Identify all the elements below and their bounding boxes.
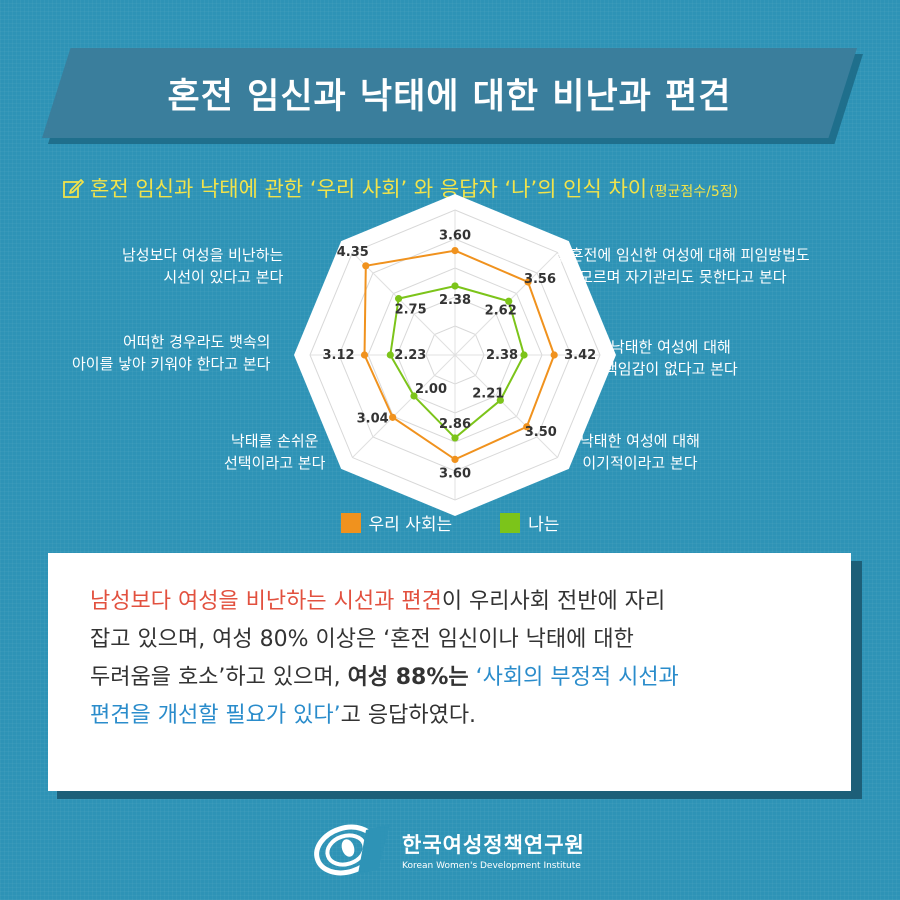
summary-line: 잡고 있으며, 여성 80% 이상은 ‘혼전 임신이나 낙태에 대한 xyxy=(90,621,815,659)
radar-spoke xyxy=(352,252,456,356)
org-name: 한국여성정책연구원 xyxy=(402,833,585,857)
axis-label-top-left: 남성보다 여성을 비난하는 시선이 있다고 본다 xyxy=(122,244,283,288)
axis-label-line: 이기적이라고 본다 xyxy=(582,454,698,472)
data-point-society xyxy=(451,455,459,463)
data-label-society: 3.12 xyxy=(322,348,354,363)
axis-label-line: 책임감이 없다고 본다 xyxy=(604,360,738,378)
summary-text: 두려움을 호소’하고 있으며, xyxy=(90,665,348,690)
axis-label-line: 선택이라고 본다 xyxy=(224,454,326,472)
data-point-society xyxy=(523,423,531,431)
summary-bold: 여성 88%는 xyxy=(347,665,469,690)
legend-item-society: 우리 사회는 xyxy=(340,510,453,535)
axis-label-line: 낙태한 여성에 대해 xyxy=(610,338,731,356)
summary-text: 고 응답하였다. xyxy=(340,703,477,728)
axis-label-line: 모르며 자기관리도 못한다고 본다 xyxy=(579,268,787,286)
legend-item-me: 나는 xyxy=(500,510,559,535)
data-label-me: 2.00 xyxy=(415,382,447,397)
data-point-society xyxy=(360,351,369,359)
summary-text xyxy=(469,665,476,690)
axis-label-line: 아이를 낳아 키워야 한다고 본다 xyxy=(72,355,271,373)
data-point-me xyxy=(395,295,403,303)
subtitle-main: 혼전 임신과 낙태에 관한 ‘우리 사회’ 와 응답자 ‘나’의 인식 차이 xyxy=(90,177,648,201)
summary-highlight-blue: 편견을 개선할 필요가 있다’ xyxy=(90,703,341,728)
axis-label-line: 어떠한 경우라도 뱃속의 xyxy=(122,333,271,351)
data-label-me: 2.38 xyxy=(486,348,518,363)
summary-text: 이 우리사회 전반에 자리 xyxy=(441,589,666,614)
axis-label-top-right: 결혼전에 임신한 여성에 대해 피임방법도 모르며 자기관리도 못한다고 본다 xyxy=(556,244,810,288)
summary-line: 두려움을 호소’하고 있으며, 여성 88%는 ‘사회의 부정적 시선과 xyxy=(90,659,815,697)
page-title: 혼전 임신과 낙태에 대한 비난과 편견 xyxy=(167,76,732,117)
data-point-society xyxy=(362,262,370,270)
axis-label-bottom-left: 낙태를 손쉬운 선택이라고 본다 xyxy=(224,430,325,474)
data-label-society: 3.42 xyxy=(564,348,596,363)
axis-label-line: 시선이 있다고 본다 xyxy=(163,268,284,286)
data-label-me: 2.75 xyxy=(395,303,427,318)
axis-label-right: 낙태한 여성에 대해 책임감이 없다고 본다 xyxy=(604,336,738,380)
summary-text: 잡고 있으며, 여성 80% 이상은 ‘혼전 임신이나 낙태에 대한 xyxy=(90,627,634,652)
data-label-me: 2.38 xyxy=(439,293,471,308)
axis-label-line: 결혼전에 임신한 여성에 대해 피임방법도 xyxy=(556,246,810,264)
data-label-society: 3.56 xyxy=(524,272,556,287)
data-label-me: 2.23 xyxy=(394,348,426,363)
data-label-society: 3.50 xyxy=(525,425,557,440)
data-point-me xyxy=(451,282,459,290)
radar-spoke xyxy=(454,354,558,458)
subtitle-unit: (평균점수/5점) xyxy=(649,184,739,200)
footer-logo: 한국여성정책연구원 Korean Women's Development Ins… xyxy=(308,820,585,880)
banner-face: 혼전 임신과 낙태에 대한 비난과 편견 xyxy=(42,48,857,138)
summary-highlight-blue: ‘사회의 부정적 시선과 xyxy=(475,665,679,690)
summary-highlight-red: 남성보다 여성을 비난하는 시선과 편견 xyxy=(90,589,442,614)
data-point-me xyxy=(386,351,394,359)
summary-line: 남성보다 여성을 비난하는 시선과 편견이 우리사회 전반에 자리 xyxy=(90,583,815,621)
footer-text: 한국여성정책연구원 Korean Women's Development Ins… xyxy=(402,829,585,871)
legend-swatch-society xyxy=(340,512,361,533)
data-point-me xyxy=(520,351,528,359)
summary-card: 남성보다 여성을 비난하는 시선과 편견이 우리사회 전반에 자리 잡고 있으며… xyxy=(48,553,851,791)
data-label-society: 3.04 xyxy=(357,411,389,426)
data-point-society xyxy=(451,247,459,255)
title-banner: 혼전 임신과 낙태에 대한 비난과 편견 xyxy=(42,48,863,144)
data-label-me: 2.21 xyxy=(472,386,504,401)
axis-label-line: 낙태를 손쉬운 xyxy=(230,432,319,450)
data-point-me xyxy=(505,297,513,305)
data-point-society xyxy=(389,413,397,421)
axis-label-left: 어떠한 경우라도 뱃속의 아이를 낳아 키워야 한다고 본다 xyxy=(72,331,270,375)
data-label-society: 4.35 xyxy=(337,245,369,260)
institute-logo-icon xyxy=(314,824,390,876)
data-point-me xyxy=(496,396,504,404)
data-label-society: 3.60 xyxy=(439,466,471,481)
radar-spoke xyxy=(352,354,456,458)
axis-label-line: 남성보다 여성을 비난하는 xyxy=(122,246,284,264)
edit-note-icon xyxy=(63,179,84,198)
data-point-society xyxy=(524,278,532,286)
chart-legend: 우리 사회는 나는 xyxy=(0,510,900,535)
org-name-en: Korean Women's Development Institute xyxy=(402,861,581,871)
axis-label-line: 낙태한 여성에 대해 xyxy=(580,432,700,450)
data-label-me: 2.62 xyxy=(485,303,517,318)
summary-line: 편견을 개선할 필요가 있다’고 응답하였다. xyxy=(90,697,815,735)
legend-label-me: 나는 xyxy=(528,515,560,535)
axis-label-bottom-right: 낙태한 여성에 대해 이기적이라고 본다 xyxy=(580,430,700,474)
data-label-society: 3.60 xyxy=(439,229,471,244)
data-label-me: 2.86 xyxy=(439,417,471,432)
legend-swatch-me xyxy=(500,512,521,533)
data-point-me xyxy=(451,434,459,442)
data-point-me xyxy=(410,392,418,400)
chart-subtitle: 혼전 임신과 낙태에 관한 ‘우리 사회’ 와 응답자 ‘나’의 인식 차이 (… xyxy=(62,173,862,203)
data-point-society xyxy=(550,351,558,359)
legend-label-society: 우리 사회는 xyxy=(368,515,453,535)
